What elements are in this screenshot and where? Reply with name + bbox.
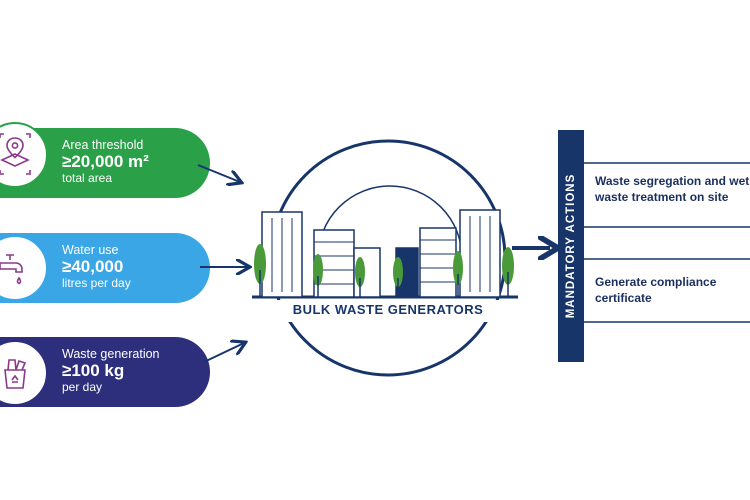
mandatory-actions-title: MANDATORY ACTIONS xyxy=(565,173,577,319)
criterion-value: ≥100 kg xyxy=(62,361,125,381)
criterion-value: ≥20,000 m² xyxy=(62,152,149,172)
criterion-sub: per day xyxy=(62,379,103,394)
center-label: BULK WASTE GENERATORS xyxy=(292,302,484,317)
location-area-icon xyxy=(0,122,48,188)
city-illustration xyxy=(252,139,518,377)
criterion-sub: total area xyxy=(62,170,113,185)
arrow-area xyxy=(197,164,240,182)
criterion-water-text: Water use ≥40,000 litres per day xyxy=(62,243,131,291)
water-tap-icon xyxy=(0,235,48,301)
action-item-certificate: Generate compliance certificate xyxy=(595,275,717,305)
criterion-waste-text: Waste generation ≥100 kg per day xyxy=(62,347,160,395)
arrow-waste xyxy=(203,343,244,363)
criterion-sub: litres per day xyxy=(62,275,131,290)
mandatory-actions-bar: MANDATORY ACTIONS xyxy=(558,130,584,362)
criterion-label: Water use xyxy=(62,243,119,257)
action-lines xyxy=(584,162,750,323)
waste-bin-icon xyxy=(0,340,48,406)
criterion-label: Area threshold xyxy=(62,138,144,152)
criterion-value: ≥40,000 xyxy=(62,257,124,277)
criterion-label: Waste generation xyxy=(62,347,160,361)
criterion-area-text: Area threshold ≥20,000 m² total area xyxy=(62,138,149,186)
action-item-segregation: Waste segregation and wet waste treatmen… xyxy=(595,174,750,204)
